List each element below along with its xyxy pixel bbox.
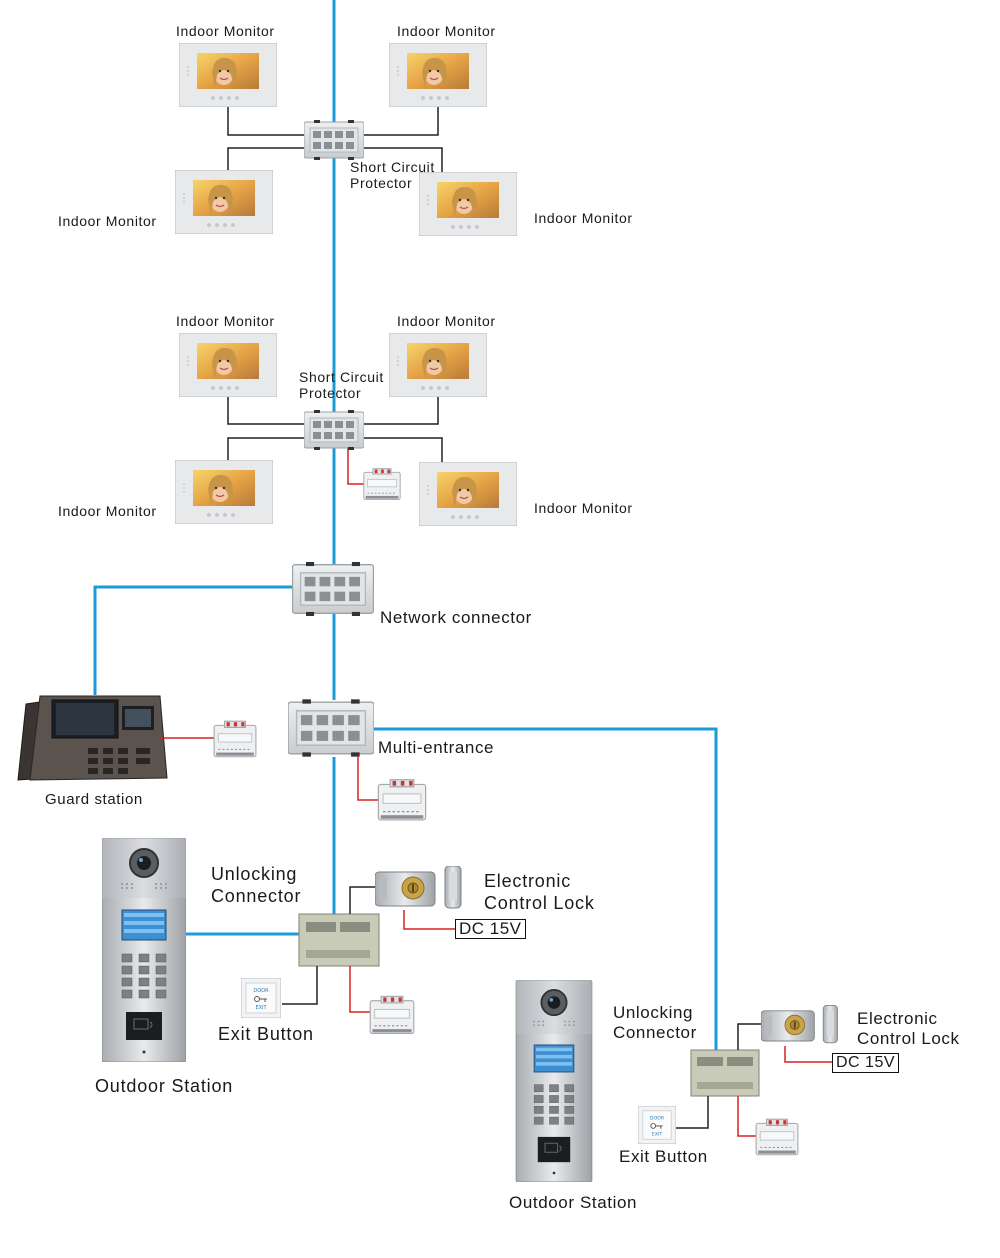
monitor-f1-bl	[175, 170, 273, 234]
electronic-lock-left	[375, 866, 462, 909]
floor-1-group	[175, 43, 517, 236]
label-monitor-f1-br: Indoor Monitor	[534, 210, 633, 226]
unlocking-connector-left	[298, 913, 380, 967]
label-protector-f2-line2: Protector	[299, 385, 362, 401]
label-lock-right-line2: Control Lock	[857, 1029, 960, 1048]
label-guard-station: Guard station	[45, 791, 143, 808]
network-connector-device	[292, 562, 374, 616]
monitor-f1-tl	[179, 43, 277, 107]
power-supply-right	[755, 1118, 799, 1156]
monitor-f2-tr	[389, 333, 487, 397]
label-monitor-f2-bl: Indoor Monitor	[58, 503, 157, 519]
label-network-connector: Network connector	[380, 608, 532, 627]
label-outdoor-right: Outdoor Station	[509, 1193, 638, 1212]
guard-station-device	[17, 695, 168, 781]
label-unlocking-right-line1: Unlocking	[613, 1003, 694, 1022]
label-lock-left-line2: Control Lock	[484, 893, 595, 913]
monitor-f2-bl	[175, 460, 273, 524]
label-protector-f1-line2: Protector	[350, 175, 413, 191]
label-protector-f2: Short Circuit Protector	[299, 369, 384, 401]
floor-2-group	[175, 333, 517, 526]
label-lock-left-line1: Electronic	[484, 871, 572, 891]
label-monitor-f1-tr: Indoor Monitor	[397, 23, 496, 39]
monitor-f1-tr	[389, 43, 487, 107]
outdoor-station-left	[102, 838, 186, 1062]
label-unlocking-right: Unlocking Connector	[613, 1003, 697, 1043]
multi-entrance-device	[288, 698, 374, 758]
label-unlocking-right-line2: Connector	[613, 1023, 697, 1042]
label-monitor-f2-tr: Indoor Monitor	[397, 313, 496, 329]
label-multi-entrance: Multi-entrance	[378, 738, 495, 757]
label-protector-f2-line1: Short Circuit	[299, 369, 384, 385]
short-circuit-protector-f1	[304, 120, 364, 160]
power-wire-f2	[347, 441, 364, 485]
label-unlocking-left: Unlocking Connector	[211, 863, 301, 907]
label-monitor-f2-tl: Indoor Monitor	[176, 313, 275, 329]
dc-badge-right: DC 15V	[832, 1053, 900, 1073]
power-supply-guard	[213, 720, 257, 758]
short-circuit-protector-f2	[304, 410, 364, 450]
floor-1-wires	[227, 107, 443, 172]
electronic-lock-right	[761, 1005, 838, 1044]
label-protector-f1: Short Circuit Protector	[350, 159, 435, 191]
label-protector-f1-line1: Short Circuit	[350, 159, 435, 175]
label-monitor-f1-bl: Indoor Monitor	[58, 213, 157, 229]
second-entrance-line	[373, 727, 718, 1053]
exit-button-left	[241, 978, 281, 1018]
power-wire-multi	[357, 756, 378, 801]
power-supply-multi	[377, 778, 427, 821]
label-monitor-f2-br: Indoor Monitor	[534, 500, 633, 516]
label-monitor-f1-tl: Indoor Monitor	[176, 23, 275, 39]
power-supply-left	[369, 995, 415, 1035]
label-lock-right-line1: Electronic	[857, 1009, 938, 1028]
label-exit-right: Exit Button	[619, 1147, 708, 1166]
monitor-f2-br	[419, 462, 517, 526]
label-lock-left: Electronic Control Lock	[484, 870, 595, 914]
label-lock-right: Electronic Control Lock	[857, 1009, 960, 1049]
label-unlocking-left-line1: Unlocking	[211, 864, 298, 884]
monitor-f2-tl	[179, 333, 277, 397]
exit-button-right	[638, 1106, 676, 1144]
dc-badge-left: DC 15V	[455, 919, 526, 939]
label-outdoor-left: Outdoor Station	[95, 1076, 234, 1096]
outdoor-station-right	[515, 980, 593, 1182]
label-unlocking-left-line2: Connector	[211, 886, 302, 906]
label-exit-left: Exit Button	[218, 1024, 314, 1044]
guard-station-line	[93, 585, 292, 695]
unlocking-connector-right	[690, 1049, 760, 1097]
bus-lines	[93, 0, 718, 1055]
power-supply-f2	[363, 468, 401, 501]
